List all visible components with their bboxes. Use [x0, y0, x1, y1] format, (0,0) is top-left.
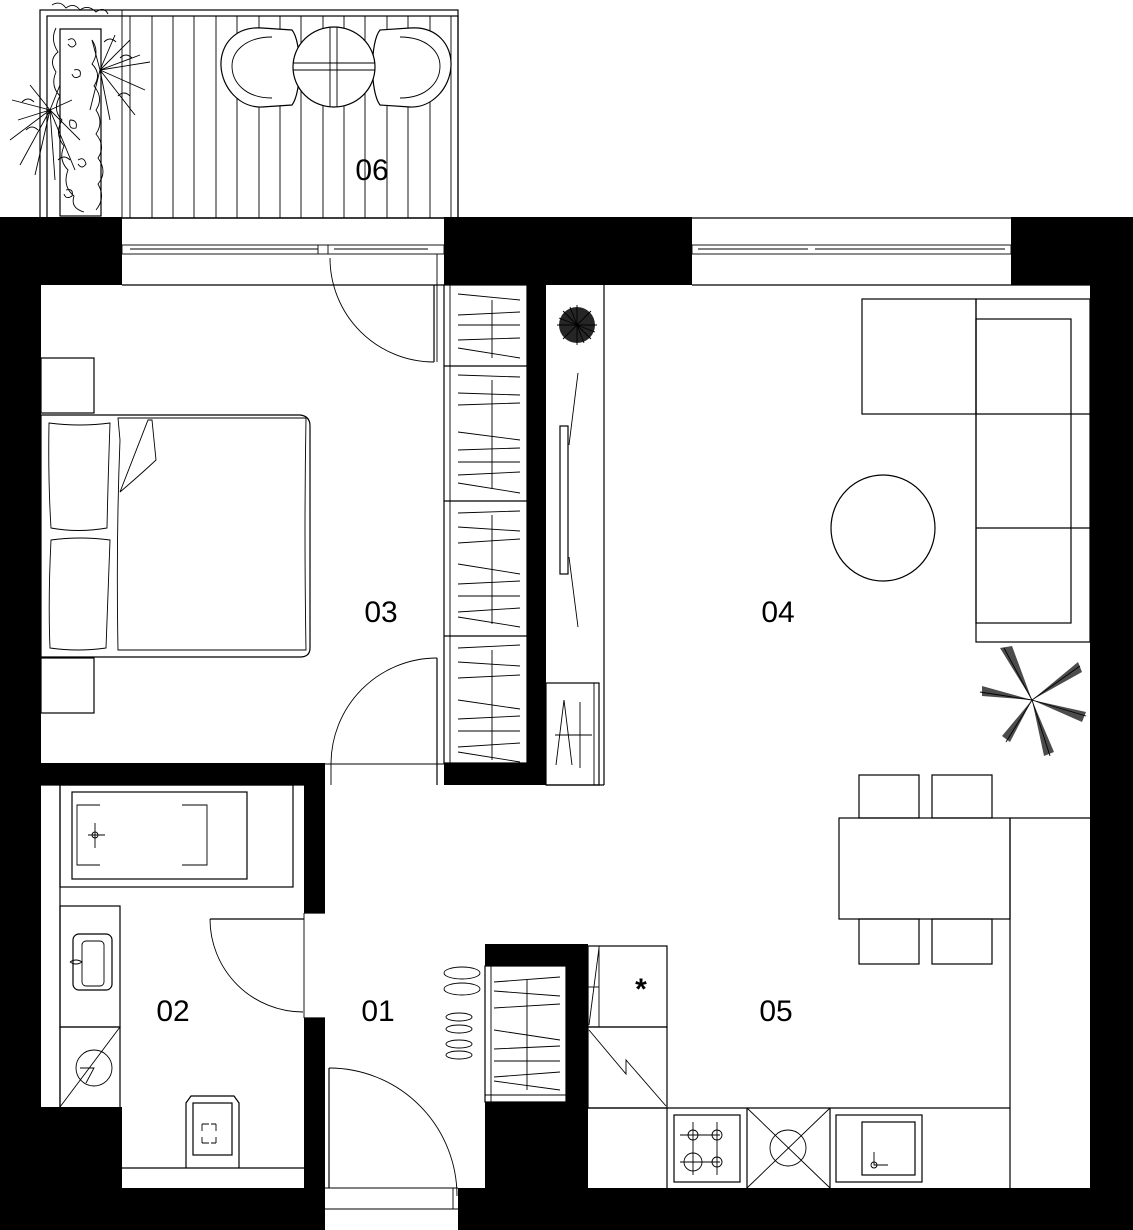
tv-icon [559, 372, 579, 628]
kitchen [587, 774, 1090, 1189]
fridge [587, 945, 668, 1028]
hallway [303, 912, 567, 1210]
nightstand-bottom [40, 657, 95, 714]
tv-cabinet [545, 682, 600, 786]
shoe-cabinet [484, 965, 567, 1103]
shoes-icon [443, 966, 481, 1060]
door-bathroom [209, 918, 304, 1013]
door-balcony [329, 254, 438, 363]
toilet-icon [185, 1095, 240, 1168]
washing-machine-icon [59, 1026, 121, 1109]
planter-icon [51, 2, 109, 217]
sofa-icon [975, 298, 1091, 643]
window-living [691, 217, 1090, 286]
dining-table-icon [838, 774, 1011, 965]
room-label-04: 04 [761, 596, 795, 629]
walls [0, 217, 1133, 1230]
nightstand-top [40, 357, 95, 414]
double-bed-icon [40, 414, 311, 658]
balcony [9, 2, 459, 219]
room-label-06: 06 [355, 154, 389, 187]
bedroom [40, 254, 528, 785]
wardrobe [443, 284, 528, 764]
coffee-table-icon [830, 474, 936, 582]
kitchen-sink-icon [835, 1114, 923, 1183]
plant-small-icon [557, 305, 597, 345]
room-label-01: 01 [361, 995, 395, 1028]
balcony-round-table [292, 26, 376, 108]
ottoman [861, 298, 977, 415]
window-bedroom [121, 217, 445, 286]
balcony-chair-right [371, 27, 452, 108]
plant-icon [9, 34, 151, 181]
room-label-02: 02 [156, 995, 190, 1028]
fridge-mark-icon: * [635, 973, 647, 1006]
entrance-door [325, 1067, 458, 1210]
door-bedroom [325, 657, 444, 785]
washbasin-icon [59, 905, 121, 1028]
palm-plant-icon [979, 646, 1087, 757]
bathtub-icon [59, 784, 294, 888]
boiler-cabinet [587, 1026, 668, 1109]
oven-icon [746, 1107, 831, 1189]
balcony-chair-left [220, 27, 301, 108]
room-label-05: 05 [759, 995, 793, 1028]
bathroom [41, 784, 304, 1169]
room-label-03: 03 [364, 596, 398, 629]
hob-icon [673, 1114, 741, 1183]
living-room [545, 285, 1091, 786]
